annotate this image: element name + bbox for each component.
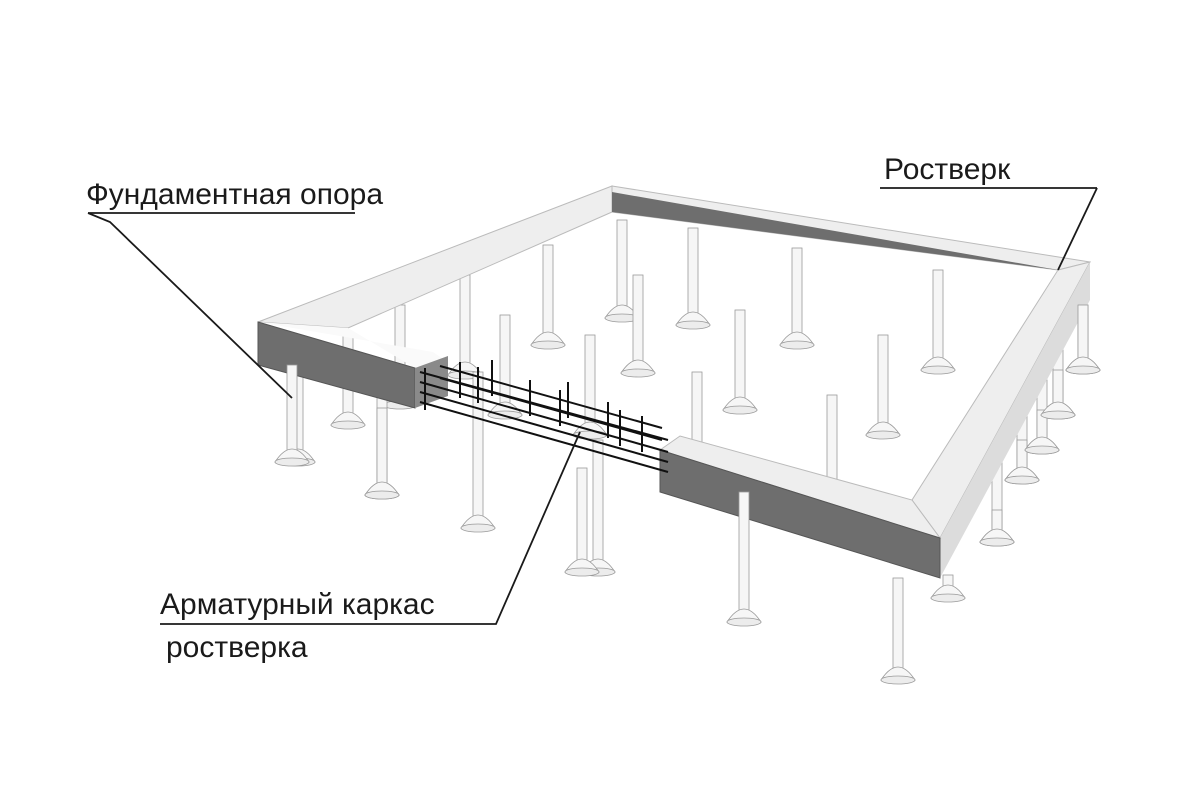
pile-back-7	[779, 247, 815, 350]
pile-front-4	[726, 491, 762, 627]
pile-back-2	[447, 274, 483, 380]
pile-back-6	[675, 227, 711, 330]
pile-front-3	[564, 467, 600, 577]
pile-back-14	[460, 371, 496, 533]
beam-left-end-face	[415, 356, 448, 408]
pile-back-16	[865, 334, 901, 440]
pile-front-8	[1004, 439, 1040, 485]
pile-back-9	[620, 274, 656, 378]
label-grillage: Ростверк	[884, 153, 1011, 186]
pile-back-12	[722, 309, 758, 415]
beam-back-top	[611, 185, 1091, 271]
leader-rebar-cage	[160, 431, 581, 625]
label-rebar-cage-line2: ростверка	[166, 631, 308, 664]
leader-pile	[87, 212, 293, 399]
pile-front-5	[880, 577, 916, 685]
label-foundation-pile: Фундаментная опора	[86, 178, 383, 211]
leader-grillage	[1057, 187, 1098, 271]
label-rebar-cage-line1: Арматурный каркас	[160, 588, 435, 621]
beam-right-outer-face	[940, 262, 1090, 578]
pile-front-1	[274, 364, 310, 467]
pile-back-1	[530, 244, 566, 350]
pile-front-11	[1065, 304, 1101, 375]
beam-back-inner-face	[612, 192, 1058, 270]
pile-back-8	[920, 269, 956, 375]
pile-front-6	[930, 574, 966, 603]
beam-left-inner	[258, 322, 448, 368]
pile-front-7	[979, 509, 1015, 547]
pile-front-2	[364, 407, 400, 500]
pile-front-10	[1040, 369, 1076, 420]
rebar-cage	[419, 360, 669, 473]
beam-front-face	[659, 449, 941, 579]
pile-front-9	[1024, 409, 1060, 455]
